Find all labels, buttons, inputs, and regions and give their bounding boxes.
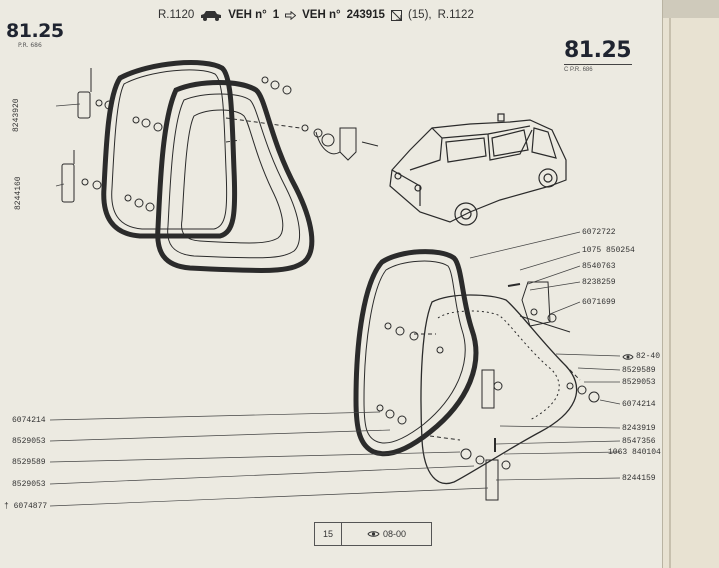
ref-left-upper-1: 8243920 <box>12 98 21 132</box>
ref-left-lower-2: 8529053 <box>12 437 46 446</box>
model-code-end: R.1122 <box>437 9 474 21</box>
ref-right-6: 82-40 <box>622 352 660 361</box>
ref-left-lower-3: 8529589 <box>12 458 46 467</box>
mark-number: (15), <box>407 9 432 21</box>
page-edge-line <box>669 18 671 568</box>
veh-number-from: 1 <box>272 9 280 21</box>
ref-right-4: 8238259 <box>582 278 616 287</box>
upper-hinge <box>77 91 91 119</box>
ref-left-lower-1: 6074214 <box>12 416 46 425</box>
car-illustration <box>389 113 567 226</box>
exclusion-mark-icon <box>390 9 402 21</box>
arrow-right-icon <box>285 10 297 20</box>
ref-left-lower-4: 8529053 <box>12 480 46 489</box>
exploded-parts-drawing <box>49 60 621 507</box>
ref-right-9: 6074214 <box>622 400 656 409</box>
eye-icon <box>622 353 634 360</box>
ref-right-11: 8547356 <box>622 437 656 446</box>
ref-right-8: 8529053 <box>622 378 656 387</box>
ref-left-upper-2: 8244160 <box>14 176 23 210</box>
ref-right-7: 8529589 <box>622 366 656 375</box>
ref-left-lower-5: † 6074877 <box>4 502 48 511</box>
ref-right-2: 1075 850254 <box>582 246 635 255</box>
lower-hinge <box>61 163 75 203</box>
lower-window-seal <box>353 249 479 457</box>
ref-right-13: 8244159 <box>622 474 656 483</box>
car-icon <box>201 10 222 21</box>
footer-code-text: 08-00 <box>382 529 407 539</box>
veh-label-to: VEH n° <box>302 9 341 21</box>
applicability-header: R.1120 VEH n° 1 VEH n° 243915 (15), R.11… <box>158 9 474 21</box>
lower-window-glass <box>420 294 578 484</box>
ref-right-5: 6071699 <box>582 298 616 307</box>
page-number-right-text: 81.25 <box>564 38 632 63</box>
veh-label-from: VEH n° <box>228 9 267 21</box>
eye-icon <box>367 531 380 537</box>
page-number-rule <box>564 64 632 65</box>
ref-right-1: 6072722 <box>582 228 616 237</box>
page-number-right: 81.25 C P.R. 686 <box>564 38 632 73</box>
veh-number-to: 243915 <box>346 9 385 21</box>
page-number-left-sub: P.R. 686 <box>18 42 42 49</box>
upper-window-glass <box>155 80 315 273</box>
page-number-left-text: 81.25 <box>6 20 64 42</box>
footer-code-box: 15 08-00 <box>314 522 432 546</box>
upper-window-seal <box>101 60 238 239</box>
ref-right-3: 8540763 <box>582 262 616 271</box>
ref-right-12: 1063 840104 <box>608 448 661 457</box>
page-number-right-sub: C P.R. 686 <box>564 67 593 73</box>
footer-cell-number: 15 <box>315 523 342 545</box>
footer-cell-code: 08-00 <box>342 529 431 539</box>
model-code-start: R.1120 <box>158 9 195 21</box>
page-number-left: 81.25 P.R. 686 <box>6 20 64 49</box>
ref-right-6-text: 82-40 <box>636 352 661 361</box>
catalog-page: 81.25 P.R. 686 81.25 C P.R. 686 R.1120 V… <box>0 0 663 568</box>
ref-right-10: 8243919 <box>622 424 656 433</box>
